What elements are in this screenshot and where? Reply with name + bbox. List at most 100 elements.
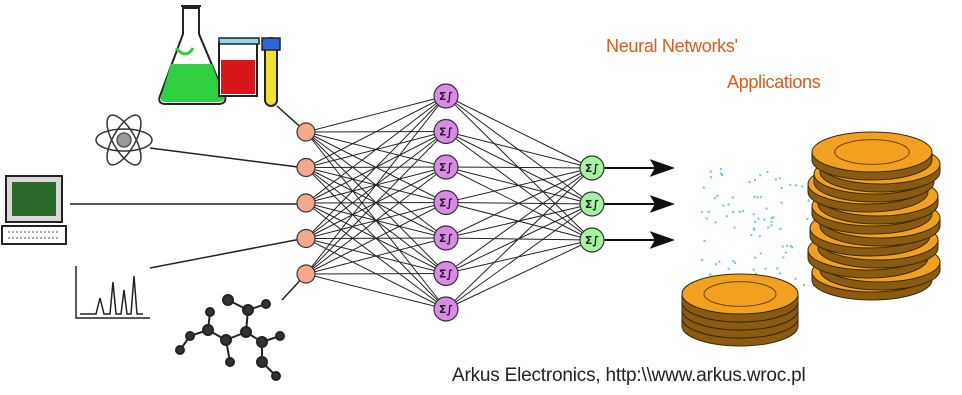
scatter-dot <box>779 227 782 230</box>
input-hidden-edge <box>305 237 447 275</box>
scatter-dot <box>700 211 703 214</box>
hidden-node: Σ∫ <box>433 154 459 180</box>
scatter-dot <box>784 251 787 254</box>
hidden-node: Σ∫ <box>433 225 459 251</box>
scatter-dot <box>721 174 724 176</box>
scatter-dot <box>766 170 769 173</box>
hidden-node: Σ∫ <box>433 189 459 216</box>
scatter-dot <box>759 196 762 199</box>
hidden-node: Σ∫ <box>433 83 459 109</box>
scatter-dot <box>765 207 768 210</box>
node-symbol: Σ∫ <box>439 197 454 210</box>
scatter-dot <box>789 244 792 247</box>
input-hidden-edge <box>305 95 447 275</box>
input-hidden-edge <box>305 95 447 168</box>
input-connections <box>70 105 307 301</box>
scatter-dot <box>758 235 761 238</box>
chemistry-flasks-icon <box>158 5 281 107</box>
scatter-dot <box>727 203 730 206</box>
scatter-dot <box>759 252 762 255</box>
scatter-dot <box>759 174 762 177</box>
scatter-dot <box>752 213 755 216</box>
scatter-dot <box>754 178 756 181</box>
hidden-output-edge <box>445 167 593 310</box>
scatter-dot <box>720 172 723 175</box>
scatter-dot <box>763 218 766 221</box>
scatter-dot <box>756 196 759 199</box>
scatter-dot <box>801 185 804 188</box>
scatter-dot <box>719 168 722 171</box>
network-nodes: Σ∫Σ∫Σ∫Σ∫Σ∫Σ∫Σ∫Σ∫Σ∫Σ∫ <box>296 83 605 322</box>
node-symbol: Σ∫ <box>439 268 454 281</box>
scatter-dot <box>725 215 728 218</box>
title-line-1: Neural Networks' <box>606 36 738 56</box>
input-node <box>296 264 316 284</box>
scatter-dot <box>770 220 773 223</box>
scatter-dot <box>705 217 708 220</box>
hidden-output-edge <box>445 167 593 274</box>
scatter-dot <box>770 217 773 220</box>
input-hidden-edge <box>305 273 447 310</box>
scatter-dot <box>752 268 755 271</box>
atom-icon <box>95 114 153 166</box>
node-symbol: Σ∫ <box>585 234 600 247</box>
node-symbol: Σ∫ <box>439 161 454 174</box>
scatter-dot <box>780 187 783 189</box>
scatter-dot <box>718 260 721 263</box>
scatter-dot <box>715 263 717 266</box>
scatter-dot <box>757 217 760 220</box>
output-arrows <box>604 159 676 249</box>
title-line-2: Applications <box>727 72 821 92</box>
scatter-dot <box>794 277 797 280</box>
scatter-dot <box>733 226 736 229</box>
input-hidden-edge <box>305 95 447 133</box>
scatter-dot <box>709 176 712 179</box>
input-hidden-edge <box>305 273 447 275</box>
scatter-dot <box>764 267 767 270</box>
hidden-node: Σ∫ <box>433 296 459 322</box>
scatter-dot <box>782 256 785 259</box>
output-node: Σ∫ <box>579 155 605 181</box>
hidden-output-edge <box>445 167 593 239</box>
scatter-dot <box>750 234 753 236</box>
input-hidden-edge <box>305 95 447 204</box>
input-node <box>296 122 316 142</box>
node-symbol: Σ∫ <box>439 90 454 103</box>
node-symbol: Σ∫ <box>439 303 454 316</box>
scatter-dot <box>703 240 706 242</box>
scatter-dot <box>778 177 781 180</box>
scatter-dot <box>738 210 741 213</box>
hidden-output-edge <box>445 95 593 169</box>
scatter-dot <box>742 210 745 212</box>
scatter-dot <box>776 267 779 270</box>
scatter-dot <box>701 258 703 261</box>
scatter-dot <box>709 170 712 173</box>
input-hidden-edge <box>305 95 447 239</box>
scatter-dot <box>714 221 717 224</box>
scatter-dot <box>781 245 784 248</box>
scatter-dot <box>789 183 792 186</box>
node-symbol: Σ∫ <box>439 232 454 245</box>
credit-line: Arkus Electronics, http:\\www.arkus.wroc… <box>452 365 806 386</box>
scatter-dot <box>767 226 770 229</box>
node-symbol: Σ∫ <box>585 162 600 175</box>
scatter-dot <box>734 261 737 264</box>
computer-icon <box>1 175 67 245</box>
scatter-dot <box>722 204 725 207</box>
scatter-dot <box>731 196 734 199</box>
coin <box>681 273 799 323</box>
scatter-dot <box>707 210 710 213</box>
scatter-dot <box>752 227 755 230</box>
scatter-dot <box>803 284 805 287</box>
input-node <box>296 157 316 178</box>
scatter-dot <box>786 244 788 247</box>
output-node: Σ∫ <box>579 227 605 253</box>
hidden-output-edge <box>445 131 593 169</box>
scatter-dot <box>753 228 756 231</box>
scatter-dot <box>780 201 783 204</box>
hidden-output-edge <box>445 203 593 310</box>
node-symbol: Σ∫ <box>585 198 600 211</box>
input-node <box>296 228 316 249</box>
input-hidden-edge <box>305 166 447 275</box>
